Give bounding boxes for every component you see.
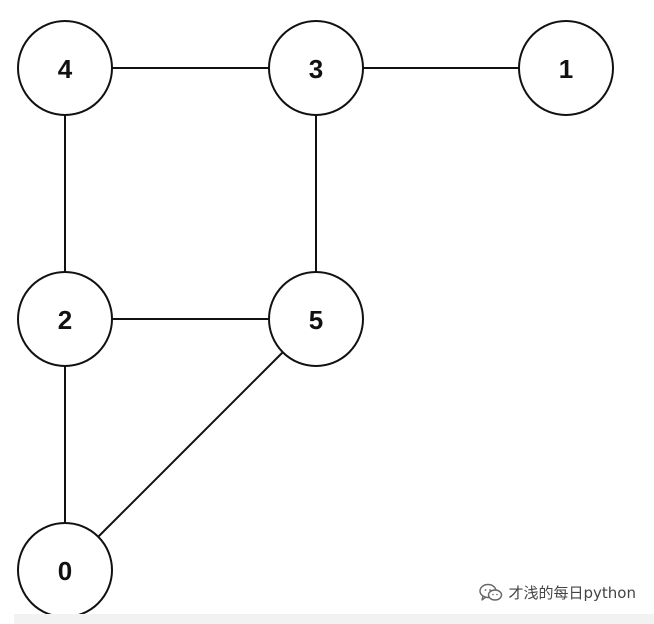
node-5: 5: [268, 271, 364, 367]
node-circle-4: [17, 20, 113, 116]
node-label-5: 5: [309, 305, 323, 335]
node-label-1: 1: [559, 54, 573, 84]
node-2: 2: [17, 271, 113, 367]
node-circle-5: [268, 271, 364, 367]
node-0: 0: [17, 522, 113, 618]
node-label-4: 4: [58, 54, 73, 84]
edge-5-0: [97, 351, 284, 538]
node-3: 3: [268, 20, 364, 116]
wechat-icon: [478, 583, 503, 603]
watermark: 才浅的每日python: [478, 582, 636, 603]
node-circle-1: [518, 20, 614, 116]
node-4: 4: [17, 20, 113, 116]
node-circle-2: [17, 271, 113, 367]
node-circle-3: [268, 20, 364, 116]
bottom-strip: [14, 614, 654, 624]
node-label-2: 2: [58, 305, 72, 335]
nodes-layer: 4 3 1 2 5 0: [17, 20, 614, 618]
watermark-text: 才浅的每日python: [508, 584, 636, 602]
node-label-3: 3: [309, 54, 323, 84]
node-label-0: 0: [58, 556, 72, 586]
edges-layer: [64, 67, 519, 538]
node-1: 1: [518, 20, 614, 116]
